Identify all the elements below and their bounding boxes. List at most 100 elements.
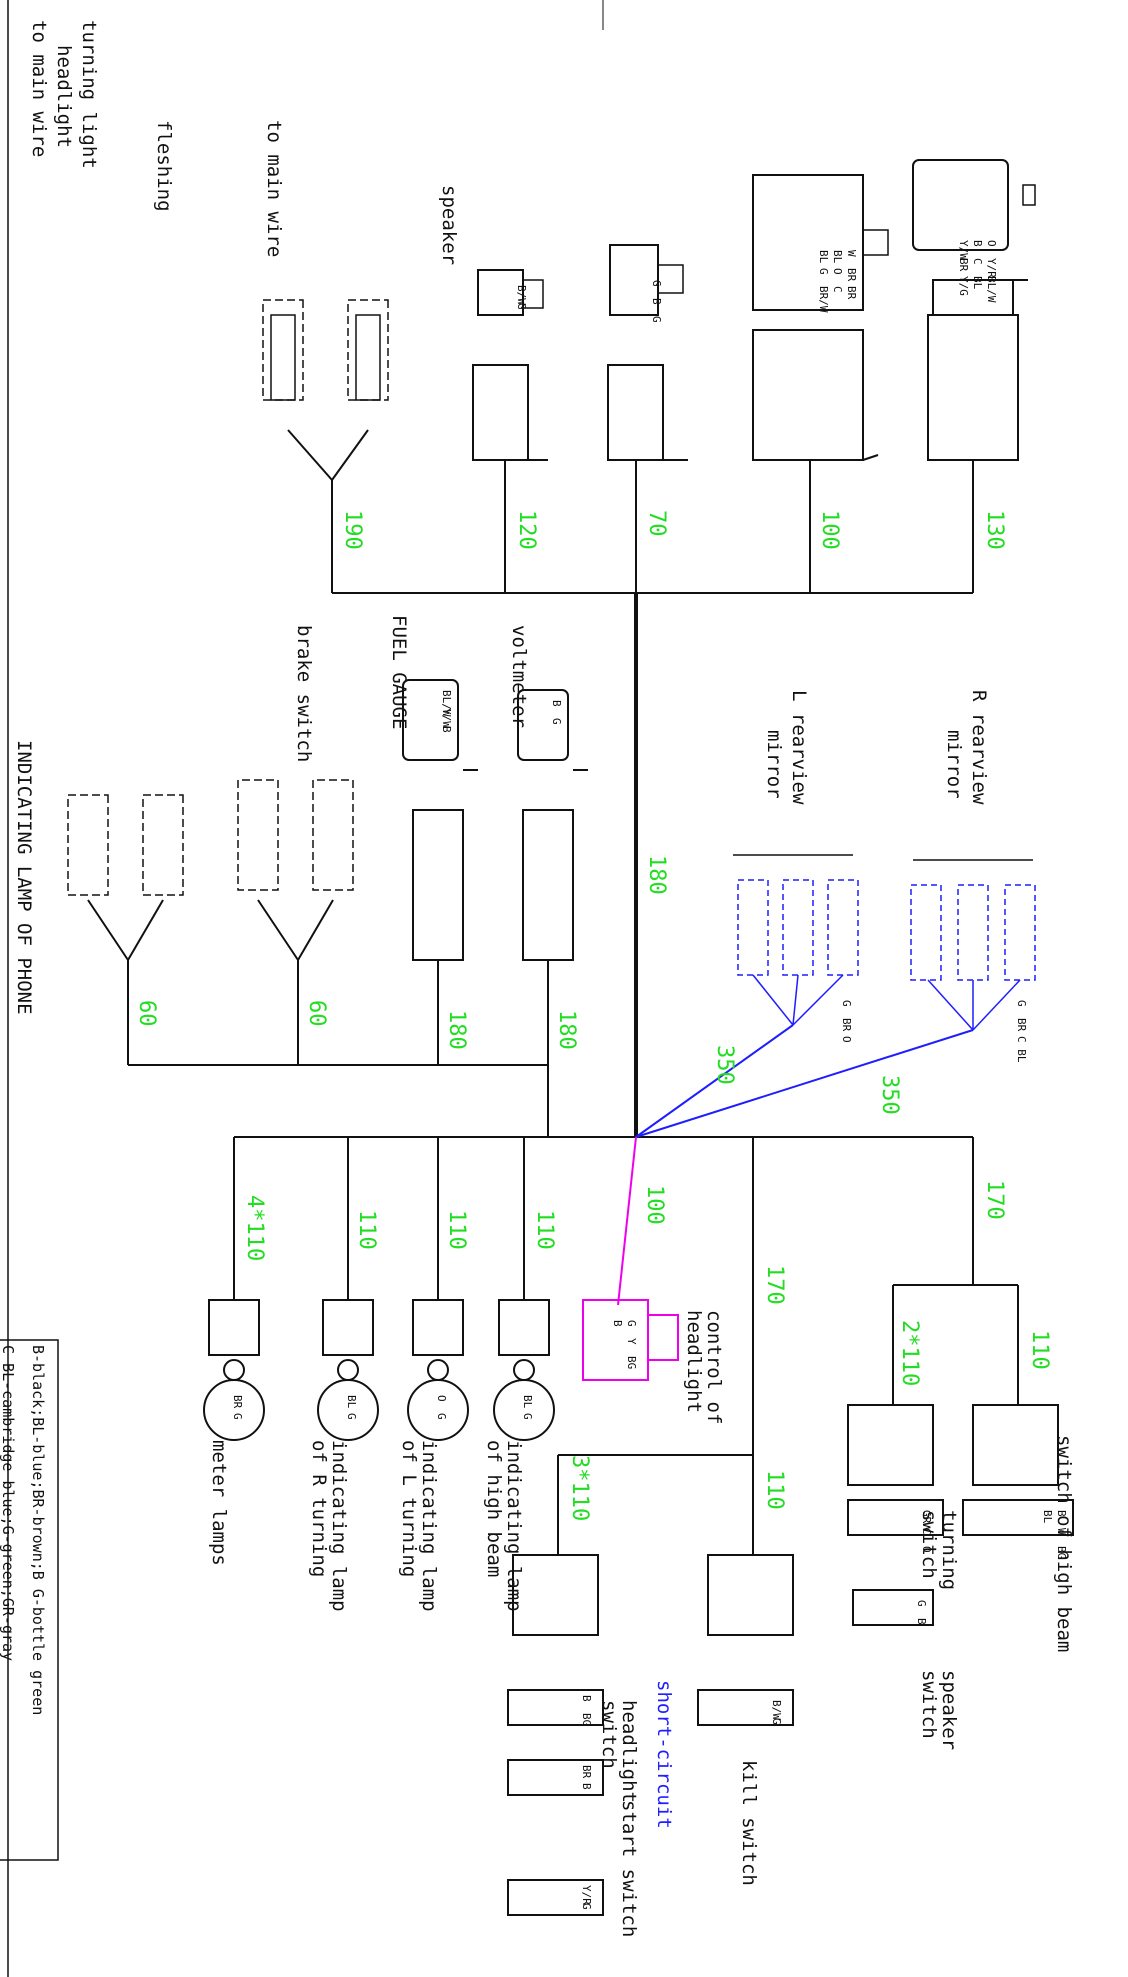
pin-code-high_beam-0: B (1055, 1510, 1068, 1517)
pin-code-turning-0: GR (920, 1510, 933, 1524)
pin-code-lamp_high-1: G (521, 1413, 534, 1420)
connector-kill[interactable] (697, 1554, 794, 1726)
connector-voltmeter[interactable] (517, 689, 588, 961)
pin-code-lamp_l-1: G (435, 1413, 448, 1420)
label-start-switch: start switch (618, 1800, 640, 1937)
label-lamp-l-1: indicating lamp (418, 1440, 440, 1612)
wire-r-mirror (635, 1029, 974, 1138)
pin-code-fuel_gauge-1: Y/W (440, 708, 453, 728)
pin-code-lamp_meter-1: G (231, 1413, 244, 1420)
len-switch-branch: 170 (982, 1180, 1007, 1220)
indicator-lamps[interactable] (203, 1299, 555, 1441)
len-kill: 110 (762, 1470, 787, 1510)
pin-code-labels: OY/RBL/WBCBLY/WBRY/GWBRBRBLOCBLGBR/WGBGB… (231, 240, 1068, 1910)
lamp-part (223, 1359, 245, 1381)
pin-code-headlight_sw2-1: B (580, 1783, 593, 1790)
label-headlight-1: headlight (53, 45, 75, 148)
len-trunk: 180 (644, 855, 669, 895)
pin-code-top_connector-1: Y/R (985, 258, 998, 278)
lamp-part (337, 1359, 359, 1381)
label-speaker-sw-2: switch (918, 1670, 940, 1739)
pin-code-top_connector-2: BL/W (985, 276, 998, 303)
len-kill-branch: 170 (762, 1265, 787, 1305)
connector-speaker[interactable] (262, 299, 389, 401)
label-turning-1: turning (938, 1510, 960, 1590)
connector-l-mirror[interactable] (733, 854, 859, 1026)
pin-code-l_mirror-0: G (840, 1000, 853, 1007)
len-fleshing: 70 (644, 510, 669, 537)
wire-control-headlight (617, 1136, 637, 1306)
connector-turning[interactable] (847, 1404, 944, 1626)
pin-code-r_mirror-0: G (1015, 1000, 1028, 1007)
pin-code-headlight_sw-0: B (580, 1695, 593, 1702)
wire-l-mirror (635, 1024, 794, 1138)
label-to-main-wire-top: to main wire (28, 20, 50, 157)
pin-code-kill-1: G (770, 1718, 783, 1725)
connector-to-main[interactable] (472, 269, 548, 461)
connector-brake[interactable] (237, 779, 354, 891)
len-headlight-start: 3*110 (567, 1455, 592, 1521)
lamp-part (493, 1379, 555, 1441)
pin-code-top_connector-5: BL (971, 276, 984, 290)
lamp-part (513, 1359, 535, 1381)
label-lamp-high-2: of high beam (483, 1440, 505, 1577)
connector-control-headlight[interactable] (582, 1299, 679, 1381)
connector-r-mirror[interactable] (910, 859, 1036, 1031)
legend-line-2: C BL-cambridge blue;G-green;GR-gray (0, 1345, 17, 1661)
pin-code-speaker_sw-1: B (915, 1618, 928, 1625)
pin-code-top_connector-4: C (971, 258, 984, 265)
label-kill-switch: kill switch (738, 1760, 760, 1886)
label-speaker: speaker (438, 185, 460, 265)
pin-code-fuel_gauge-0: BL/W (440, 690, 453, 717)
label-short-circuit: short-circuit (653, 1680, 675, 1829)
pin-code-voltmeter-0: B (550, 700, 563, 707)
label-fleshing: fleshing (153, 120, 175, 212)
len-lamp-meter: 4*110 (242, 1195, 267, 1261)
connector-phone-lamp[interactable] (67, 794, 184, 896)
legend-line-1: B-black;BL-blue;BR-brown;B G-bottle gree… (29, 1345, 47, 1715)
connector-fuel[interactable] (402, 679, 478, 961)
len-phone: 60 (134, 1000, 159, 1027)
pin-code-headlight_connector-4: O (831, 268, 844, 275)
pin-code-top_connector-7: BR (957, 258, 970, 272)
label-r-mirror-1: R rearview (968, 690, 990, 805)
pin-code-top_connector-0: O (985, 240, 998, 247)
pin-code-headlight_connector-7: G (817, 268, 830, 275)
label-voltmeter: voltmeter (508, 625, 530, 728)
pin-code-headlight_connector-8: BR/W (817, 286, 830, 313)
connector-fleshing[interactable] (607, 244, 688, 461)
len-top-main: 130 (982, 510, 1007, 550)
label-control-1: control of (703, 1310, 725, 1424)
pin-code-headlight_sw2-0: BR (580, 1765, 593, 1779)
pin-code-fleshing-0: G (650, 280, 663, 287)
label-speaker-sw-1: speaker (938, 1670, 960, 1750)
pin-code-top_connector-3: B (971, 240, 984, 247)
lamp-part (498, 1299, 550, 1356)
connector-high-beam[interactable] (962, 1404, 1074, 1536)
pin-code-r_mirror-1: BR (1015, 1018, 1028, 1032)
label-l-mirror-1: L rearview (788, 690, 810, 805)
pin-code-voltmeter-1: G (550, 718, 563, 725)
pin-code-lamp_r-1: G (345, 1413, 358, 1420)
connector-top-main[interactable] (912, 159, 1036, 461)
len-headlight: 100 (817, 510, 842, 550)
connector-headlight[interactable] (752, 174, 889, 461)
pin-code-lamp_l-0: O (435, 1395, 448, 1402)
pin-code-lamp_r-0: BL (345, 1395, 358, 1409)
wire-speaker-a (331, 429, 369, 481)
pin-code-high_beam-1: W (1055, 1528, 1068, 1535)
pin-code-fleshing-2: G (650, 316, 663, 323)
len-control: 100 (642, 1185, 667, 1225)
pin-code-control_headlight-0: G (625, 1320, 638, 1327)
label-lamp-r-1: indicating lamp (328, 1440, 350, 1612)
pin-code-l_mirror-1: BR (840, 1018, 853, 1032)
connector-headlight-start[interactable] (507, 1554, 604, 1916)
label-fuel-gauge: FUEL GAUGE (388, 615, 410, 729)
label-r-mirror-2: mirror (943, 730, 965, 799)
label-headlight-sw-1: headlight (618, 1700, 640, 1803)
pin-code-fuel_gauge-2: B (440, 726, 453, 733)
len-brake: 60 (304, 1000, 329, 1027)
pin-code-headlight_connector-0: W (845, 250, 858, 257)
label-headlight-sw-2: switch (598, 1700, 620, 1769)
